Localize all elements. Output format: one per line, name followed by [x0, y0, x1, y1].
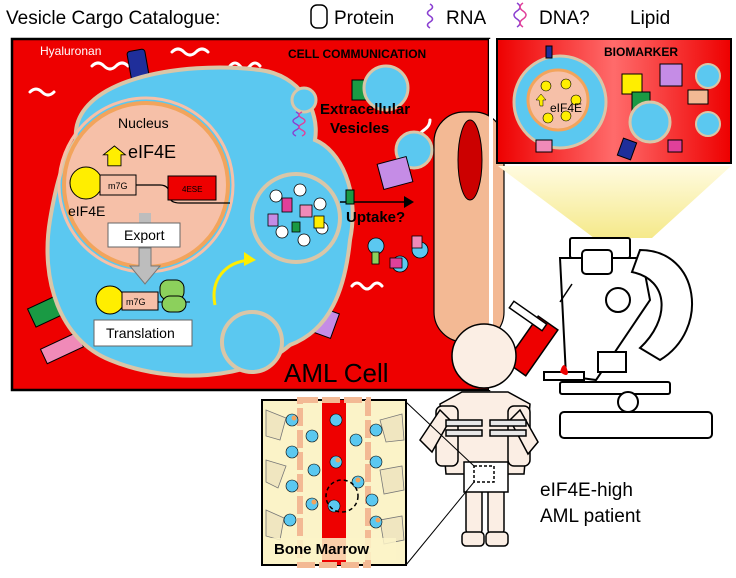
eif4e-label: eIF4E: [68, 203, 105, 219]
legend-rna: RNA: [446, 8, 486, 29]
export-box: [107, 222, 181, 248]
dna-legend-icon: [513, 2, 527, 28]
biomarker-title: BIOMARKER: [604, 45, 678, 59]
hyaluronan-label: Hyaluronan: [40, 44, 101, 58]
blood-drop-icon: [560, 365, 568, 375]
marrow-blasts: [283, 413, 383, 529]
nucleus-label: Nucleus: [118, 115, 169, 131]
4ese-label: 4ESE: [182, 185, 202, 194]
up-arrow-icon: [102, 145, 127, 167]
protein-legend-icon: [310, 4, 328, 29]
export-label: Export: [124, 227, 165, 243]
curved-arrow-icon: [212, 258, 251, 306]
biomarker-eif4e-dots: [540, 78, 582, 124]
marrow-focus-circle: [325, 479, 359, 513]
m7g-cyto-label: m7G: [126, 297, 146, 307]
nucleus-eif4e-label: eIF4E: [128, 142, 176, 162]
m7g-cap: [99, 174, 137, 196]
legend-lipid: Lipid: [630, 8, 670, 29]
patient-figure: [419, 323, 539, 547]
patient-label-line1: eIF4E-high: [540, 480, 633, 501]
biomarker-up-arrow-icon: [535, 93, 547, 107]
zoom-line-top: [405, 401, 475, 467]
ev-label-line1: Extracellular: [320, 101, 410, 118]
ev-protein-purple: [376, 155, 414, 191]
uptake-label: Uptake?: [346, 209, 405, 226]
legend-protein: Protein: [334, 8, 394, 29]
translation-label: Translation: [106, 325, 175, 341]
dna-icon: [292, 111, 300, 137]
neighbour-nucleus: [457, 119, 483, 201]
aml-cell-panel: Hyaluronan Nucleus eIF4E m7G 4ESE eIF4E …: [10, 37, 505, 392]
cargo-legend: Vesicle Cargo Catalogue: Protein RNA DNA…: [6, 2, 670, 29]
mvb-vesicles: [267, 183, 329, 247]
export-arrow-icon: [128, 247, 162, 285]
uptake-vesicles: [367, 235, 429, 273]
m7g-label: m7G: [108, 181, 128, 191]
extracellular-vesicle-1: [362, 64, 410, 112]
zoom-line-bottom: [405, 481, 475, 566]
rna-legend-icon: [426, 3, 434, 29]
bone-marrow-label: Bone Marrow: [274, 541, 369, 558]
microscope-beam: [498, 166, 731, 238]
aml-cell-label: AML Cell: [284, 358, 389, 388]
budding-vesicle: [220, 310, 284, 374]
4ese-element: [167, 175, 217, 201]
patient-label-line2: AML patient: [540, 506, 641, 527]
legend-title: Vesicle Cargo Catalogue:: [6, 8, 220, 29]
microscope-icon: [543, 237, 713, 439]
cell-communication-label: CELL COMMUNICATION: [288, 47, 426, 61]
syringe-icon: [505, 283, 573, 377]
translation-box: [93, 319, 193, 347]
stromal-cells: [265, 409, 405, 545]
eif4e-protein: [69, 166, 103, 200]
legend-dna: DNA?: [539, 8, 590, 29]
marrow-focus-box: [473, 465, 495, 483]
biomarker-panel: BIOMARKER eIF4E: [496, 38, 732, 164]
biomarker-eif4e-label: eIF4E: [550, 101, 582, 115]
ev-label-line2: Vesicles: [330, 120, 389, 137]
bone-marrow-panel: Bone Marrow: [261, 397, 407, 568]
